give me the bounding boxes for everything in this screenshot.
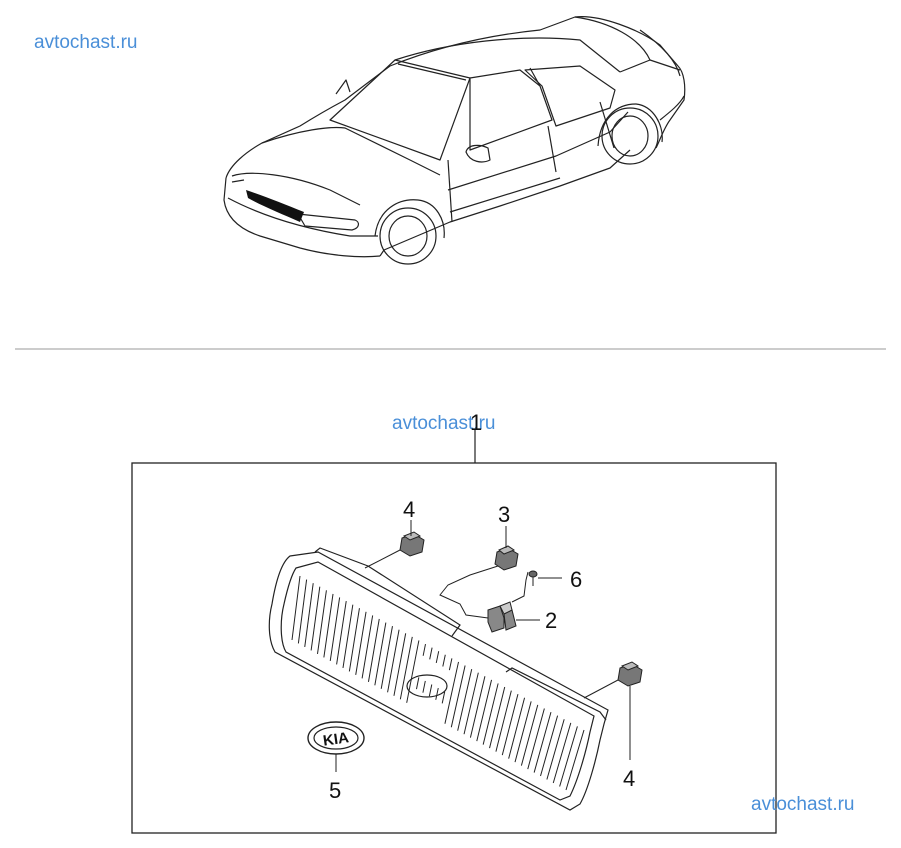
- clip-right-link: [583, 679, 619, 699]
- grille-slat: [552, 722, 572, 784]
- clip-right-part-4: [617, 661, 643, 687]
- grille-slat: [329, 597, 341, 662]
- watermark-bottom-right: avtochast.ru: [751, 794, 855, 815]
- wire-3-to-2: [439, 565, 499, 619]
- grille-slat: [527, 708, 545, 770]
- grille-slat: [508, 697, 526, 759]
- grille-slat: [406, 640, 420, 703]
- grille-slat: [418, 647, 433, 710]
- callout-4-left: 4: [403, 497, 416, 522]
- grille-slat: [380, 626, 393, 689]
- screw-part-6: [528, 570, 538, 586]
- grille-slat: [495, 690, 512, 752]
- grille-slat: [450, 665, 466, 728]
- clip-part-3: [494, 545, 519, 571]
- radiator-grille: [268, 547, 609, 811]
- clip-left-link: [364, 549, 401, 569]
- grille-slat: [520, 704, 539, 766]
- callout-3: 3: [498, 502, 511, 527]
- grille-slat: [297, 579, 308, 644]
- grille-slat: [310, 586, 321, 651]
- grille-slat: [316, 590, 327, 655]
- grille-slat: [438, 658, 453, 721]
- grille-slat: [565, 729, 585, 791]
- grille-slat: [546, 719, 565, 780]
- grille-slat: [374, 622, 387, 686]
- grille-slat: [476, 679, 493, 742]
- grille-slat: [501, 694, 519, 756]
- grille-slat: [412, 643, 426, 707]
- watermark-top-left: avtochast.ru: [34, 32, 138, 53]
- grille-slat: [457, 669, 473, 731]
- grille-slat: [444, 661, 459, 724]
- callout-2: 2: [545, 608, 558, 633]
- bracket-part-2: [487, 601, 517, 633]
- assembly-box: [131, 462, 777, 834]
- grille-slat: [342, 604, 354, 668]
- grille-slat: [559, 726, 578, 787]
- clip-left-part-4: [399, 531, 425, 557]
- grille-slat: [425, 651, 440, 714]
- car-illustration: [223, 16, 686, 265]
- car-grille-highlight: [246, 190, 304, 222]
- grille-slat: [323, 593, 334, 658]
- grille-slat: [367, 618, 380, 682]
- grille-slat: [463, 672, 479, 735]
- grille-slat: [355, 611, 367, 675]
- grille-slats: [291, 575, 585, 791]
- callout-1: 1: [470, 410, 483, 435]
- watermark-center: avtochast.ru: [392, 413, 496, 434]
- grille-slat: [304, 583, 314, 648]
- grille-slat: [482, 683, 499, 745]
- grille-slat: [393, 633, 407, 696]
- screw-link: [511, 571, 529, 603]
- grille-slat: [489, 686, 506, 749]
- grille-slat: [533, 711, 552, 773]
- grille-slat: [348, 608, 360, 672]
- grille-slat: [514, 701, 532, 763]
- grille-slat: [540, 715, 559, 777]
- emblem-text: KIA: [322, 729, 350, 749]
- grille-slat: [399, 636, 413, 700]
- grille-slat: [336, 600, 347, 665]
- grille-slat: [361, 615, 374, 679]
- kia-emblem-part-5: KIA: [307, 721, 365, 755]
- callout-5: 5: [329, 778, 342, 803]
- callout-6: 6: [570, 567, 583, 592]
- grille-slat: [387, 629, 400, 693]
- grille-slat: [431, 654, 446, 717]
- grille-slat: [469, 676, 486, 738]
- callout-4-right: 4: [623, 766, 636, 791]
- grille-slat: [291, 575, 301, 641]
